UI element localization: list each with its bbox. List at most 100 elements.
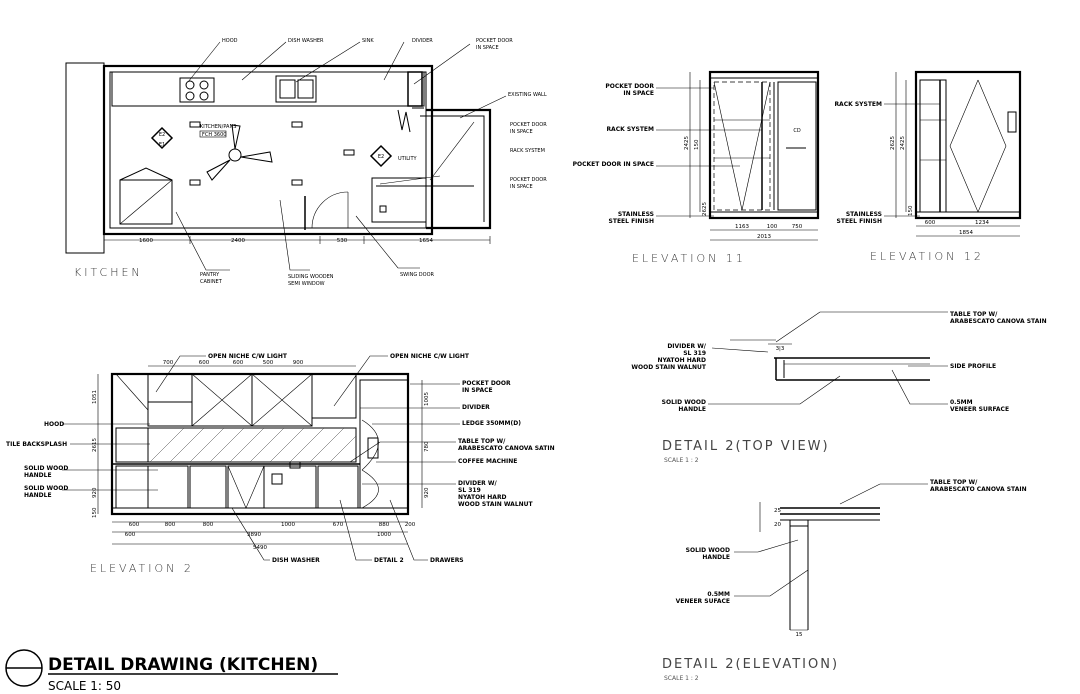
existing-wall-left [65,62,105,254]
elev2-callout-hood: HOOD [44,421,64,428]
elev2-right-dim: 780 [424,441,430,452]
detail-top-label-tabletop: TABLE TOP W/ [950,311,998,318]
svg-text:TABLE TOP W/ARABESCATO CANOVA: TABLE TOP W/ARABESCATO CANOVA STAIN [930,479,1027,493]
elev11-title: ELEVATION 11 [632,252,746,265]
elev11-label-pocket-door: POCKET DOOR [605,83,654,90]
elev2-callout-detail2: DETAIL 2 [374,557,404,564]
elev-tag-a: E2 [159,132,165,138]
elev2-left-dim: 920 [92,487,98,498]
detail-elev-title: DETAIL 2(ELEVATION) [662,657,839,672]
elev11-frame [708,70,820,220]
plan-label-pantry-line: CABINET [200,279,223,285]
elev12-dim: 600 [925,220,936,226]
elev2-callout-handle-2: SOLID WOOD [24,485,68,492]
sink [275,75,317,103]
elev2-total-dim: 600 [125,532,136,538]
plan-label-dishwasher: DISH WASHER [288,38,324,44]
detail-elev-label-handle-line: HANDLE [702,554,730,561]
svg-text:TABLE TOP W/ARABESCATO CANOVA: TABLE TOP W/ARABESCATO CANOVA STAIN [950,311,1047,325]
detail-top-scale: SCALE 1 : 2 [664,457,699,464]
detail-top-title: DETAIL 2(TOP VIEW) [662,439,830,454]
elevation-marker-icon: E2 E1 [150,126,174,150]
plan-label-rack: RACK SYSTEM [510,148,545,154]
elev2-callout-pocket-door: POCKET DOOR [462,380,511,387]
elevation-2: 700 600 600 500 900 1051 2615 920 150 10… [6,353,555,575]
elev11-label-rack: RACK SYSTEM [606,126,654,133]
elev-tag-b: E1 [159,142,165,148]
elev2-bottom-dim: 670 [333,522,344,528]
utility-label: UTILITY [398,156,418,162]
elev2-callout-divider: DIVIDER [462,404,490,411]
elev2-right-dim: 1005 [424,392,430,406]
elev2-left-dim: 150 [92,507,98,518]
plan-dim: 1600 [139,238,153,244]
elev2-callout-drawers: DRAWERS [430,557,464,564]
elev2-callout-ledge: LEDGE 350MM(D) [462,420,521,427]
elev2-bottom-dim: 880 [379,522,390,528]
elev2-top-dim: 500 [263,360,274,366]
elev11-label-stainless: STAINLESS [618,211,654,218]
elev12-dim: 150 [908,205,914,216]
detail-top-label-tabletop-line: ARABESCATO CANOVA STAIN [950,318,1047,325]
elev11-dim: 2625 [702,202,708,216]
ceiling-fan-icon [206,124,273,181]
cooktop [179,77,215,103]
plan-outer-wall [102,64,434,236]
plan-label-existing-wall: EXISTING WALL [508,92,547,98]
detail-elev-label-veneer-line: VENEER SUFACE [676,598,730,605]
elev2-bottom-dim: 200 [405,522,416,528]
svg-text:3|3: 3|3 [776,346,785,352]
elevation-11: CD 2425 150 2625 1163 100 750 2013 POCKE… [573,70,820,265]
elev12-dim: 2625 [890,136,896,150]
sheet-scale: SCALE 1: 50 [48,679,121,693]
room-sub: FCH 3600 [202,132,226,138]
elev2-top-dim: 600 [233,360,244,366]
elev12-label-rack: RACK SYSTEM [834,101,882,108]
elev12-dim: 2425 [900,136,906,150]
elev2-callout-tabletop: TABLE TOP W/ [458,438,506,445]
plan-title: KITCHEN [74,266,143,279]
elev11-label-pocket-door2: POCKET DOOR IN SPACE [573,161,654,168]
plan-label-window-line: SEMI WINDOW [288,281,325,287]
detail-top-label-handle: SOLID WOOD [662,399,706,406]
svg-text:25: 25 [774,508,781,514]
elev2-top-dim: 700 [163,360,174,366]
elev2-left-dim: 2615 [92,438,98,452]
elev2-callout-pocket-door-line: IN SPACE [462,387,493,394]
detail-elev-label-tabletop: TABLE TOP W/ [930,479,978,486]
detail-top-label-divider-line: NYATOH HARD [657,357,706,364]
svg-text:TABLE TOP W/ARABESCATO CANOVA: TABLE TOP W/ARABESCATO CANOVA SATIN [458,438,555,452]
svg-text:20: 20 [774,522,781,528]
detail-top-label-veneer-line: VENEER SURFACE [950,406,1009,413]
elev2-callout-handle-1: SOLID WOOD [24,465,68,472]
elev2-top-dim: 900 [293,360,304,366]
detail-elev-label-tabletop-line: ARABESCATO CANOVA STAIN [930,486,1027,493]
elev12-label-stainless-line: STEEL FINISH [837,218,882,225]
elev11-label-stainless-line: STEEL FINISH [609,218,654,225]
elev2-callout-handle-2-line: HANDLE [24,492,52,499]
elev11-dim: 750 [792,224,803,230]
sheet-title: DETAIL DRAWING (KITCHEN) [48,655,318,675]
elev2-callout-tile: TILE BACKSPLASH [6,441,67,448]
plan-dim: 1654 [419,238,433,244]
plan-dim: 530 [337,238,348,244]
kitchen-plan: E2 E1 E2 1600 2400 530 1654 KITCHEN/PANS [65,38,547,287]
top-counter [111,71,425,107]
elev2-bottom-dim: 600 [129,522,140,528]
elev2-callout-divider-walnut: DIVIDER W/ [458,480,497,487]
detail-top-label-divider: DIVIDER W/ [667,343,706,350]
detail-elev-label-handle: SOLID WOOD [686,547,730,554]
detail-top-label-veneer: 0.5MM [950,399,973,406]
